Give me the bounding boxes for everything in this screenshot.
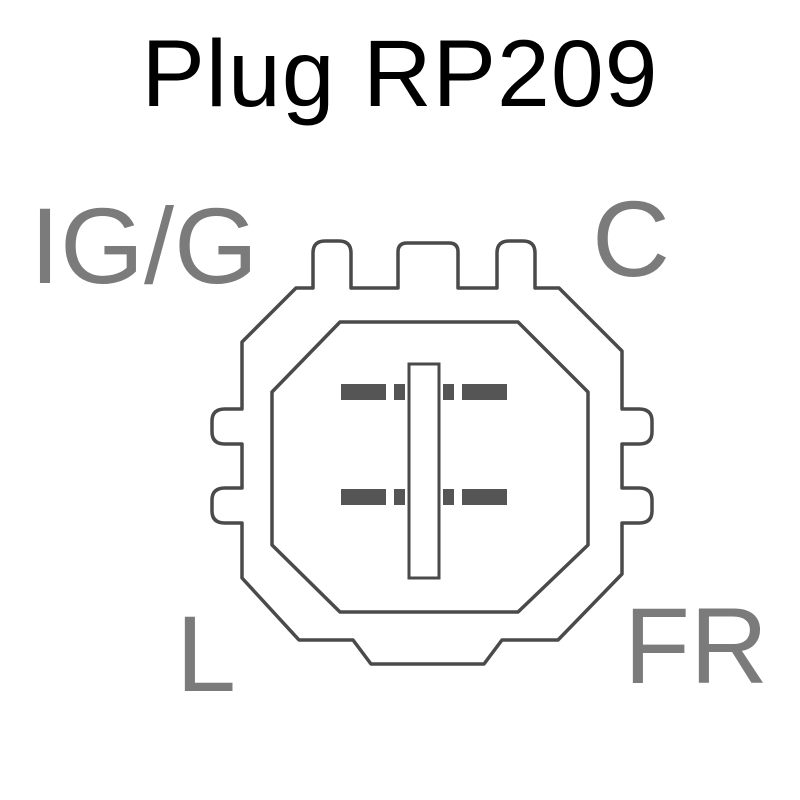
pin-contact-bottom-left-short bbox=[394, 489, 405, 505]
pin-contact-bottom-right-long bbox=[462, 489, 507, 505]
pin-contact-bottom-right-short bbox=[443, 489, 454, 505]
pin-contact-bottom-left-long bbox=[341, 489, 386, 505]
pin-label-ig-g: IG/G bbox=[30, 185, 259, 306]
center-key-slot bbox=[407, 362, 441, 580]
diagram-title: Plug RP209 bbox=[141, 21, 659, 127]
pin-label-l: L bbox=[176, 593, 237, 714]
pin-label-fr: FR bbox=[624, 585, 768, 706]
pin-contact-top-right-long bbox=[462, 384, 507, 400]
pin-contacts bbox=[341, 384, 507, 505]
pin-contact-top-left-long bbox=[341, 384, 386, 400]
pin-label-c: C bbox=[592, 178, 670, 299]
pin-contact-top-left-short bbox=[394, 384, 405, 400]
pin-contact-top-right-short bbox=[443, 384, 454, 400]
